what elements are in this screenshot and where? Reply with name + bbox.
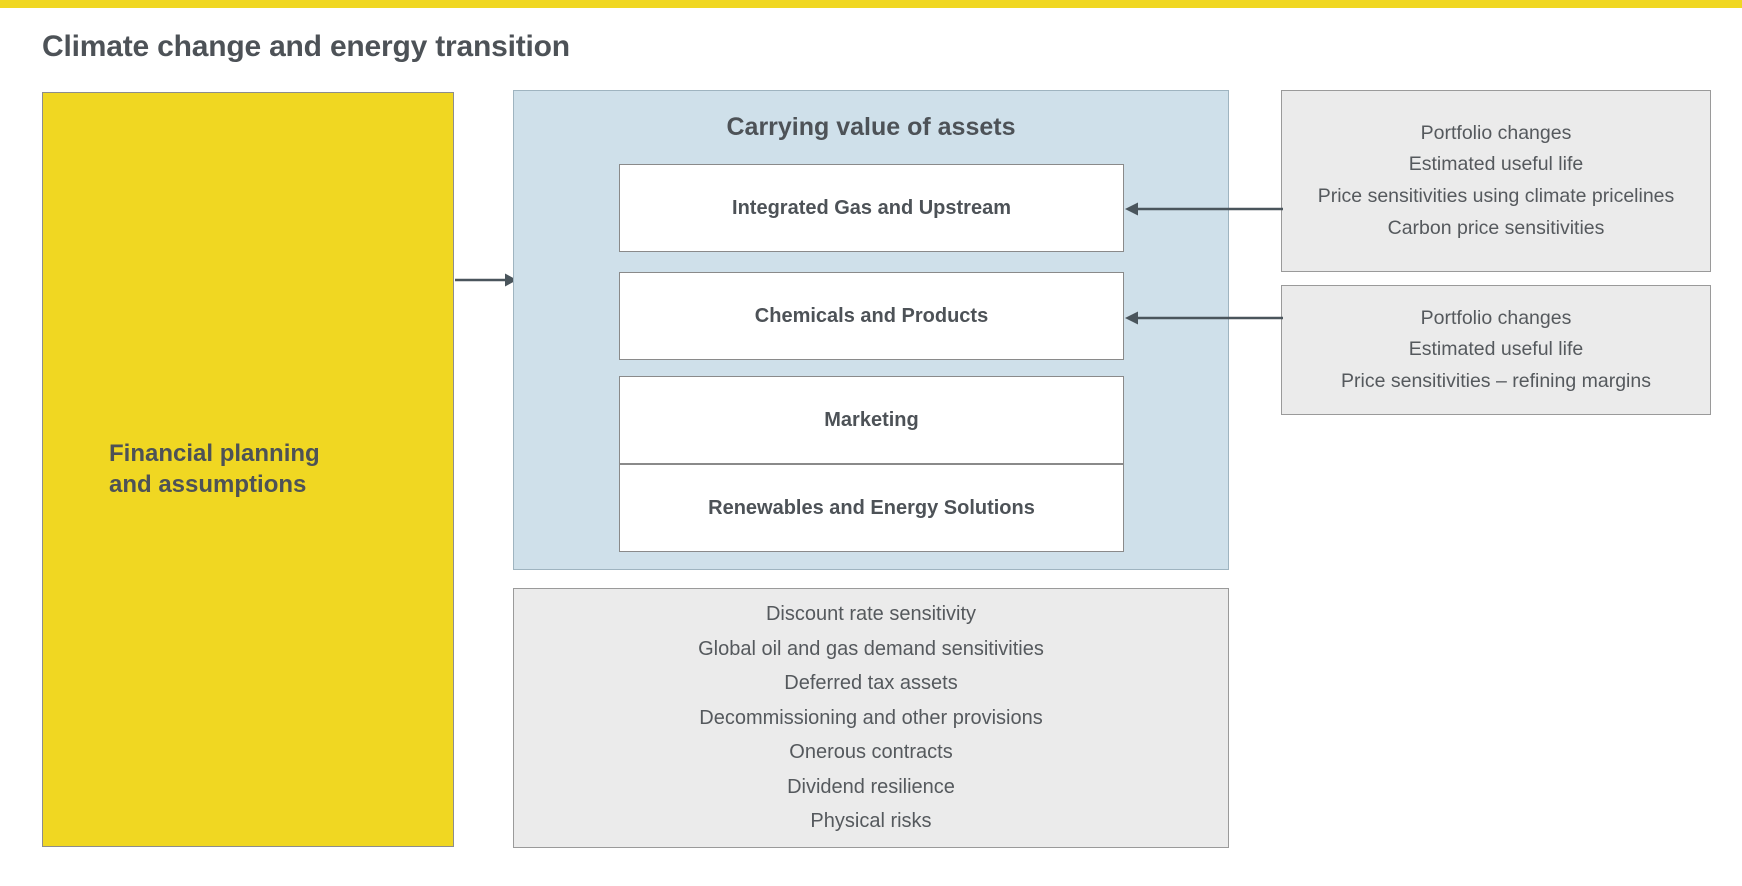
arrow-upstream-note-to-asset-box	[1125, 202, 1283, 216]
asset-box-integrated-gas-and-upstream[interactable]: Integrated Gas and Upstream	[619, 164, 1124, 252]
note-line: Estimated useful life	[1408, 338, 1584, 361]
financial-planning-label: Financial planning and assumptions	[43, 439, 340, 500]
note-line: Onerous contracts	[789, 741, 953, 764]
arrow-planning-to-assets	[455, 273, 517, 287]
note-line: Price sensitivities – refining margins	[1341, 369, 1651, 392]
top-accent-bar	[0, 0, 1742, 8]
note-line: Decommissioning and other provisions	[699, 706, 1043, 729]
note-line: Estimated useful life	[1408, 153, 1584, 176]
asset-box-marketing[interactable]: Marketing	[619, 376, 1124, 464]
note-line: Global oil and gas demand sensitivities	[698, 637, 1044, 660]
note-line: Physical risks	[810, 810, 932, 833]
note-panel-upstream: Portfolio changes Estimated useful life …	[1281, 90, 1711, 272]
financial-planning-label-line2: and assumptions	[109, 470, 307, 498]
note-line: Dividend resilience	[787, 775, 955, 798]
note-panel-chemicals: Portfolio changes Estimated useful life …	[1281, 285, 1711, 415]
financial-planning-label-line1: Financial planning	[109, 439, 320, 467]
asset-box-chemicals-and-products[interactable]: Chemicals and Products	[619, 272, 1124, 360]
financial-planning-block: Financial planning and assumptions	[42, 92, 454, 847]
note-line: Carbon price sensitivities	[1387, 216, 1605, 239]
note-line: Portfolio changes	[1420, 121, 1572, 144]
asset-box-label: Chemicals and Products	[754, 304, 989, 327]
note-panel-other: Discount rate sensitivity Global oil and…	[513, 588, 1229, 848]
note-line: Portfolio changes	[1420, 306, 1572, 329]
asset-box-label: Renewables and Energy Solutions	[708, 496, 1035, 519]
note-line: Price sensitivities using climate pricel…	[1317, 185, 1675, 207]
note-line: Deferred tax assets	[784, 672, 958, 695]
asset-box-renewables-and-energy-solutions[interactable]: Renewables and Energy Solutions	[619, 464, 1124, 552]
carrying-value-title: Carrying value of assets	[726, 113, 1016, 141]
asset-box-label: Integrated Gas and Upstream	[732, 196, 1011, 219]
note-line: Discount rate sensitivity	[765, 602, 977, 625]
page-title: Climate change and energy transition	[42, 30, 570, 63]
arrow-chemicals-note-to-asset-box	[1125, 311, 1283, 325]
carrying-value-panel: Carrying value of assets Integrated Gas …	[513, 90, 1229, 570]
asset-box-label: Marketing	[824, 408, 919, 431]
